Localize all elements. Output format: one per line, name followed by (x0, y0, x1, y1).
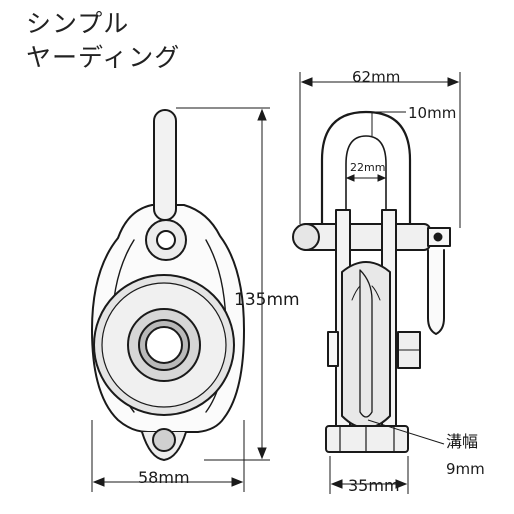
front-view (91, 109, 245, 461)
side-view (292, 110, 451, 453)
shackle-inner-label: 22mm (350, 161, 386, 174)
product-name-line2: ヤーディング (26, 43, 181, 72)
dimension-lines (91, 72, 461, 494)
shackle-width-label: 62mm (352, 68, 401, 86)
width-dimension-label: 58mm (138, 468, 190, 487)
groove-label: 溝幅 (446, 432, 479, 451)
product-name-line1: シンプル (26, 9, 130, 38)
groove-value-label: 9mm (446, 460, 485, 478)
shackle-thickness-label: 10mm (408, 104, 457, 122)
height-dimension-label: 135mm (234, 290, 300, 310)
body-width-label: 35mm (348, 476, 400, 495)
